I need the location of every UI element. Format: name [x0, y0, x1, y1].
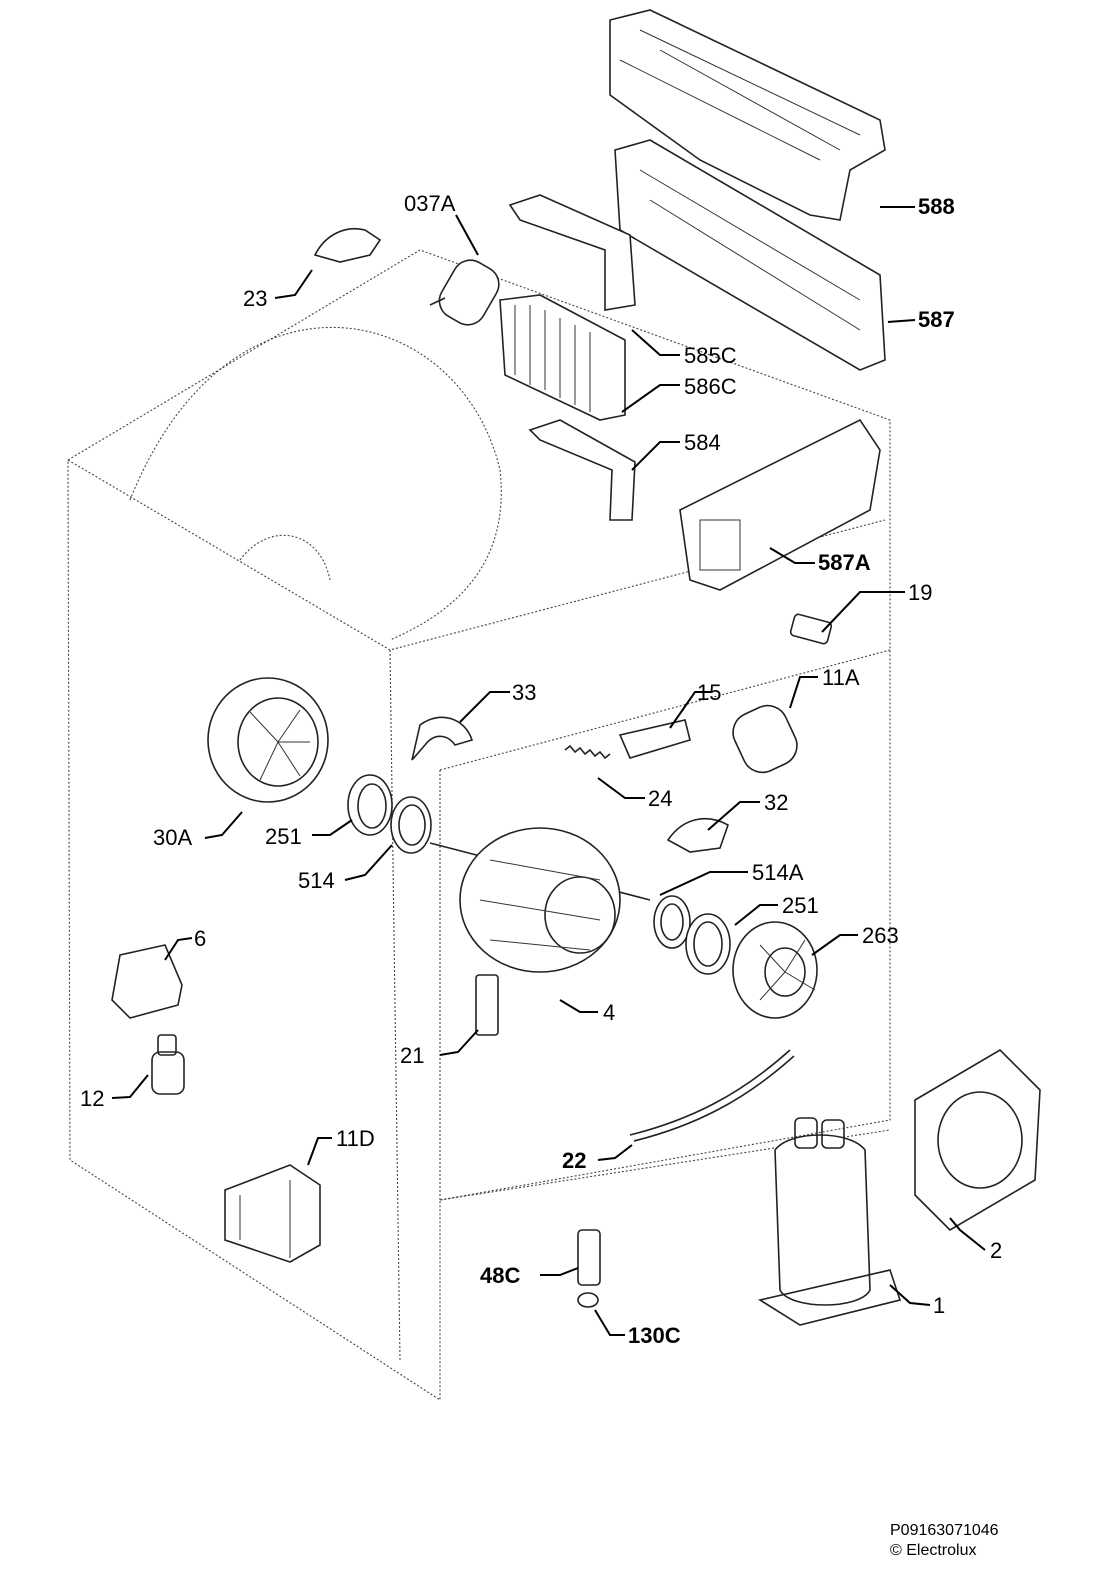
part-586C-heatsink — [499, 294, 626, 421]
label-12: 12 — [80, 1086, 105, 1111]
part-11D-transformer — [224, 1164, 321, 1263]
label-1: 1 — [933, 1293, 946, 1318]
label-30A: 30A — [153, 825, 193, 850]
part-23-connector — [313, 228, 382, 263]
label-514: 514 — [298, 868, 335, 893]
part-514A-ring — [653, 895, 691, 949]
label-11A: 11A — [822, 665, 860, 690]
label-587A: 587A — [818, 550, 871, 575]
part-514-ring — [390, 796, 432, 854]
part-6-relay — [111, 944, 183, 1019]
part-19-sensor — [789, 613, 833, 645]
part-15-thermostat — [618, 719, 691, 759]
part-32-cover — [666, 818, 729, 853]
label-48C: 48C — [480, 1263, 521, 1288]
part-21-switch — [475, 974, 499, 1036]
label-263: 263 — [862, 923, 899, 948]
part-24-spring — [564, 744, 611, 760]
part-585C-bracket — [508, 194, 636, 311]
label-23: 23 — [243, 286, 268, 311]
part-587A-display-board — [679, 418, 881, 591]
label-19: 19 — [908, 580, 933, 605]
label-251-right: 251 — [782, 893, 819, 918]
part-251-ring-right — [685, 913, 731, 975]
part-130C-seal — [577, 1292, 599, 1308]
label-24: 24 — [648, 786, 673, 811]
part-588-top-cover — [609, 9, 886, 221]
label-15: 15 — [697, 680, 722, 705]
part-48C-valve — [577, 1229, 601, 1286]
part-4-motor — [429, 827, 651, 973]
part-263-pulley — [732, 921, 818, 1019]
label-514A: 514A — [752, 860, 804, 885]
label-037A: 037A — [404, 191, 456, 216]
label-587: 587 — [918, 307, 955, 332]
label-22: 22 — [562, 1148, 587, 1173]
part-22-strip — [629, 1049, 795, 1142]
part-12-capacitor — [151, 1034, 185, 1095]
label-585C: 585C — [684, 343, 737, 368]
label-2: 2 — [990, 1238, 1003, 1263]
label-6: 6 — [194, 926, 207, 951]
label-251-left: 251 — [265, 824, 302, 849]
label-11D: 11D — [336, 1126, 375, 1151]
label-32: 32 — [764, 790, 789, 815]
part-30A-fan-wheel — [207, 677, 329, 803]
part-037A-capacitor — [429, 259, 500, 326]
label-584: 584 — [684, 430, 721, 455]
label-21: 21 — [400, 1043, 425, 1068]
label-588: 588 — [918, 194, 955, 219]
part-33-bracket — [411, 716, 474, 761]
label-586C: 586C — [684, 374, 737, 399]
part-251-ring-left — [347, 774, 393, 836]
part-2-cooling-fan — [914, 1048, 1041, 1232]
part-584-bracket — [528, 419, 636, 521]
part-1-compressor — [757, 1117, 902, 1326]
leader-lines — [111, 206, 986, 1336]
label-33: 33 — [512, 680, 537, 705]
brand-copyright: © Electrolux — [890, 1542, 977, 1559]
label-4: 4 — [603, 1000, 616, 1025]
part-11A-capacitor — [732, 704, 798, 774]
label-130C: 130C — [628, 1323, 681, 1348]
diagram-code: P09163071046 — [890, 1522, 999, 1539]
